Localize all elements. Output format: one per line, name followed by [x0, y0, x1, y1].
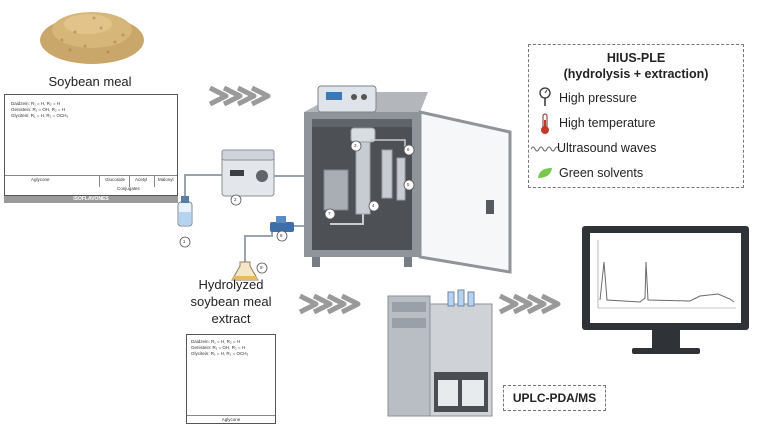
monitor-chromatogram — [582, 226, 749, 354]
table-divider — [5, 175, 177, 176]
conjugates-label: Conjugates — [117, 186, 140, 191]
legend-item-green-solvents: Green solvents — [559, 166, 644, 180]
legend-item-high-temperature: High temperature — [559, 116, 656, 130]
aglycone-legend-line: Glycitein: R₁ = H, R₂ = OCH₃ — [191, 351, 249, 356]
soybean-meal-label: Soybean meal — [48, 74, 132, 89]
legend-item-ultrasound-waves: Ultrasound waves — [557, 141, 657, 155]
column-divider — [99, 175, 100, 187]
column-acetyl: Acetyl — [135, 177, 148, 182]
column-divider — [129, 175, 130, 187]
thermometer-icon — [541, 113, 549, 134]
leaf-icon — [538, 168, 552, 178]
step-number-7: 7 — [328, 211, 331, 216]
hius-ple-legend: HIUS-PLE (hydrolysis + extraction) High … — [528, 44, 744, 188]
isoflavones-footer: ISOFLAVONES — [4, 196, 178, 203]
aglycone-legend-line: Genistein: R₁ = OH, R₂ = H — [191, 345, 246, 350]
isoflavone-legend: Daidzein: R₁ = H, R₂ = H Genistein: R₁ =… — [11, 101, 68, 119]
isoflavone-legend-line: Genistein: R₁ = OH, R₂ = H — [11, 107, 66, 112]
ultrasound-wave-icon — [531, 146, 559, 152]
tubing-valve-flask — [244, 230, 273, 262]
column-aglycone: Aglycone — [31, 177, 50, 182]
extract-label: Hydrolyzed soybean meal extract — [176, 276, 286, 327]
aglycone-divider — [187, 415, 275, 416]
extract-label-line2: soybean meal — [190, 294, 272, 309]
arrow-chevrons-bottom-left — [298, 293, 361, 315]
column-divider — [154, 175, 155, 187]
isoflavone-table: Daidzein: R₁ = H, R₂ = H Genistein: R₁ =… — [4, 94, 178, 196]
extraction-cabinet — [304, 85, 512, 274]
soybean-meal-pile-image — [40, 12, 144, 64]
legend-title: HIUS-PLE — [606, 51, 666, 65]
step-number-2: 2 — [234, 197, 237, 202]
step-number-3: 3 — [354, 143, 357, 148]
legend-item-high-pressure: High pressure — [559, 91, 637, 105]
column-glucoside: Glucoside — [105, 177, 126, 182]
extract-label-line1: Hydrolyzed — [198, 277, 264, 292]
aglycone-footer: Aglycone — [221, 417, 241, 422]
step-number-1: 1 — [183, 239, 186, 244]
arrow-chevrons-bottom-right — [498, 293, 561, 315]
uplc-label: UPLC-PDA/MS — [503, 385, 606, 411]
isoflavone-legend-line: Glycitein: R₁ = H, R₂ = OCH₃ — [11, 113, 69, 118]
step-number-9: 9 — [260, 265, 263, 270]
step-number-8: 8 — [280, 233, 283, 238]
step-number-6: 6 — [407, 147, 410, 152]
aglycone-legend: Daidzein: R₁ = H, R₂ = H Genistein: R₁ =… — [191, 339, 248, 357]
arrow-chevrons-top — [208, 85, 271, 107]
uplc-instrument — [387, 289, 493, 417]
step-markers — [179, 140, 415, 274]
aglycone-legend-line: Daidzein: R₁ = H, R₂ = H — [191, 339, 241, 344]
legend-subtitle: (hydrolysis + extraction) — [563, 67, 709, 81]
pressure-gauge-icon — [539, 87, 551, 106]
step-number-4: 4 — [372, 203, 375, 208]
extract-label-line3: extract — [211, 311, 251, 326]
isoflavone-legend-line: Daidzein: R₁ = H, R₂ = H — [11, 101, 61, 106]
hplc-pump — [221, 149, 275, 197]
collection-flask — [231, 261, 259, 281]
column-malonyl: Malonyl — [158, 177, 174, 182]
tubing-bottle-pump — [184, 174, 222, 196]
step-number-5: 5 — [407, 182, 410, 187]
aglycone-box: Daidzein: R₁ = H, R₂ = H Genistein: R₁ =… — [186, 334, 276, 424]
solvent-bottle — [177, 196, 193, 227]
back-pressure-valve — [270, 216, 294, 232]
